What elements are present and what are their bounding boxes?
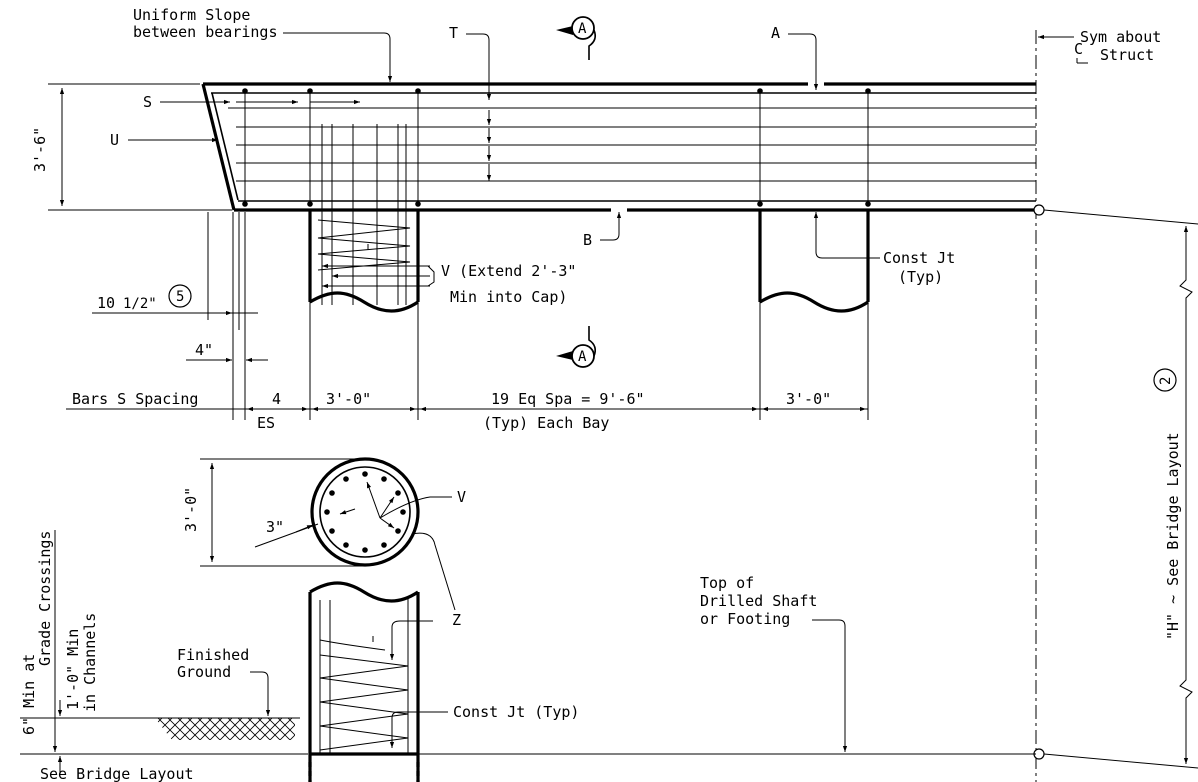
sym-about-label-2: Struct	[1100, 46, 1154, 64]
dim-3-6-label: 3'-6"	[31, 127, 49, 172]
one-min-label: 1'-0" Min	[64, 629, 82, 710]
eq-spa-label: 19 Eq Spa = 9'-6"	[491, 390, 645, 408]
dim-3-6: 3'-6"	[31, 83, 232, 211]
dim-3-0-a-label: 3'-0"	[326, 390, 371, 408]
const-jt-label: Const Jt	[883, 249, 955, 267]
dim-h: "H" ~ See Bridge Layout 2	[1043, 209, 1198, 769]
column-elevation-bottom	[308, 581, 420, 782]
es-label: ES	[257, 414, 275, 432]
v-extend-label-2: Min into Cap)	[450, 288, 567, 306]
left-vertical-dims: 6" Min at Grade Crossings 1'-0" Min in C…	[20, 530, 308, 775]
label-a: A	[771, 24, 780, 42]
dim-10-frac: 1/2"	[123, 296, 157, 312]
typ-each-bay-label: (Typ) Each Bay	[483, 414, 609, 432]
column-section: 3'-0" V 3"	[182, 457, 466, 611]
dim-3-0-c-label: 3'-0"	[182, 487, 200, 532]
top-of-shaft-label-3: or Footing	[700, 610, 790, 628]
const-jt-typ: (Typ)	[898, 268, 943, 286]
circle-5-label: 5	[176, 289, 184, 305]
cl-symbol: C	[1074, 40, 1083, 58]
six-min-label-2: Grade Crossings	[36, 531, 54, 666]
dim-4-label: 4	[272, 390, 281, 408]
dim-10-half: 10	[97, 294, 115, 312]
cap-elevation	[201, 30, 1045, 782]
h-dim-label: "H" ~ See Bridge Layout	[1164, 432, 1182, 640]
z-label: Z	[452, 611, 461, 629]
column-left	[308, 210, 420, 313]
circle-2-label: 2	[1158, 377, 1174, 385]
dim-3-0-b-label: 3'-0"	[786, 390, 831, 408]
t-bars	[228, 107, 1036, 182]
finished-ground-label-2: Ground	[177, 663, 231, 681]
finished-ground-label: Finished	[177, 646, 249, 664]
section-a-label-top: A	[578, 21, 587, 37]
one-min-label-2: in Channels	[81, 613, 99, 712]
see-bridge-layout-label: See Bridge Layout	[40, 765, 194, 782]
section-a-label-bottom: A	[578, 349, 587, 365]
section-v-label: V	[457, 488, 466, 506]
bars-s-spacing-dims: Bars S Spacing 4 ES 3'-0" 19 Eq Spa = 9'…	[66, 302, 869, 432]
label-t: T	[449, 24, 458, 42]
bars-s-spacing-label: Bars S Spacing	[72, 390, 198, 408]
const-jt-typ-label: Const Jt (Typ)	[453, 703, 579, 721]
section-a-marker-top: A	[556, 16, 596, 60]
finished-ground: Finished Ground	[20, 646, 300, 740]
label-u: U	[110, 131, 119, 149]
sym-about-label: Sym about	[1080, 28, 1161, 46]
uniform-slope-label: Uniform Slope	[133, 6, 250, 24]
uniform-slope-label-2: between bearings	[133, 23, 278, 41]
dim-4in: 4"	[195, 341, 213, 359]
column-right	[758, 210, 870, 313]
rebar-dots	[242, 88, 871, 207]
section-a-marker-bottom: A	[556, 326, 596, 368]
top-of-shaft-label-2: Drilled Shaft	[700, 592, 817, 610]
v-extend-label: V (Extend 2'-3"	[441, 262, 576, 280]
label-s: S	[143, 93, 152, 111]
label-b: B	[583, 231, 592, 249]
six-min-label: 6" Min at	[20, 654, 38, 735]
dim-3in-label: 3"	[266, 518, 284, 536]
top-of-shaft-label: Top of	[700, 574, 754, 592]
